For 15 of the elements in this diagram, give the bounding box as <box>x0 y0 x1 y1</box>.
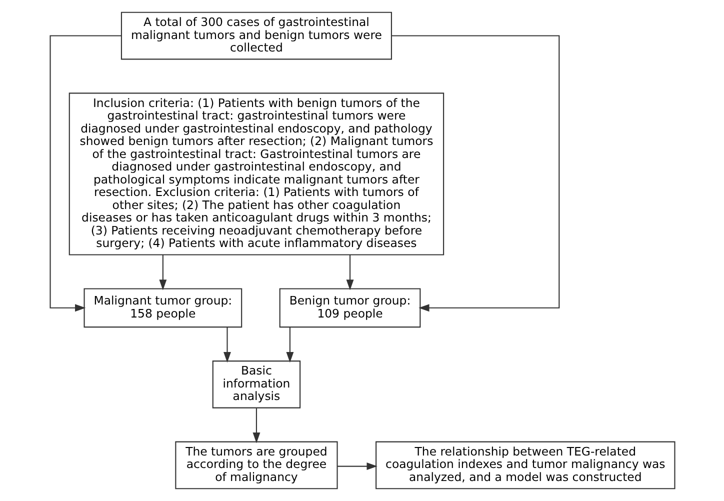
node-box: Benign tumor group: 109 people <box>278 288 420 328</box>
node-box: The tumors are grouped according to the degree of malignancy <box>174 441 338 490</box>
node-box: A total of 300 cases of gastrointestinal malignant tumors and benign tumors were collected <box>120 12 392 60</box>
arrow <box>158 254 166 290</box>
arrow <box>252 408 260 444</box>
node-box: Basic information analysis <box>212 360 300 408</box>
node-box: Malignant tumor group: 158 people <box>83 288 242 328</box>
node-box: Inclusion criteria: (1) Patients with benign tumors of the gastrointestinal tract: gastrointestinal tumors were diagnosed under gastrointestinal endoscopy, and pathology showed benign tumors after resection; (2) Malignant tumors of the gastrointestinal tract: Gastrointestinal tumors are diagnosed under gastrointestinal endoscopy, and pathological symptoms indicate malignant tumors after resection. Exclusion criteria: (1) Patients with tumors of other sites; (2) The patient has other coagulation diseases or has taken anticoagulant drugs within 3 months; (3) Patients receiving neoadjuvant chemotherapy before surgery; (4) Patients with acute inflammatory diseases <box>68 92 444 256</box>
arrow <box>391 35 560 312</box>
arrow <box>223 327 230 363</box>
arrow <box>49 35 121 312</box>
arrow <box>337 462 377 470</box>
arrow <box>286 327 294 363</box>
node-box: The relationship between TEG-related coagulation indexes and tumor malignancy was analyzed, and a model was constructed <box>375 441 675 490</box>
arrow <box>346 254 354 290</box>
